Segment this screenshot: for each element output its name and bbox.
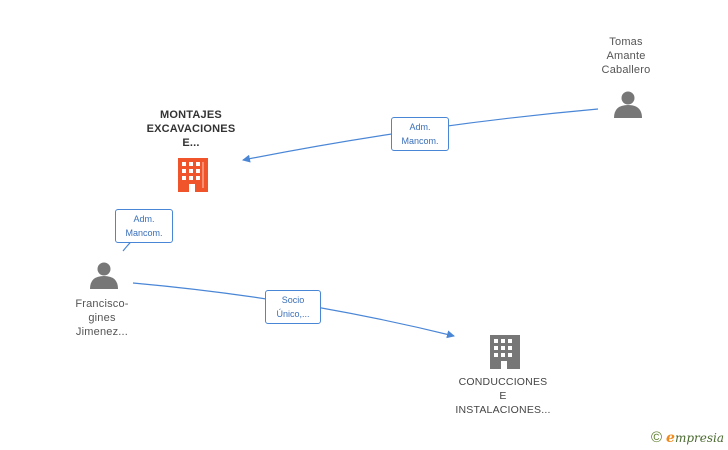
node-label-line: CONDUCCIONES [458, 376, 548, 388]
footer-brand: © empresia [651, 429, 724, 446]
person-icon[interactable] [614, 91, 642, 119]
edge-label-francisco-montajes[interactable]: Adm. Mancom. [115, 209, 173, 243]
brand-logo-text: mpresia [674, 430, 724, 445]
node-label-line: Jimenez... [75, 326, 129, 338]
copyright-icon: © [650, 429, 663, 446]
node-label-line: gines [88, 312, 116, 324]
node-label-line: E... [182, 137, 200, 149]
edge-label-line: Mancom. [125, 228, 163, 238]
brand-logo-e: e [666, 429, 675, 446]
node-label-line: MONTAJES [160, 109, 222, 121]
node-label-francisco[interactable]: Francisco- gines Jimenez... [62, 297, 142, 339]
node-label-line: EXCAVACIONES [146, 123, 236, 135]
brand-logo[interactable]: empresia [666, 430, 724, 446]
node-label-line: E [499, 390, 507, 402]
node-label-montajes[interactable]: MONTAJES EXCAVACIONES E... [131, 108, 251, 150]
edge-label-line: Socio [281, 295, 305, 305]
edge-label-francisco-conducciones[interactable]: Socio Único,... [265, 290, 321, 324]
edge-label-line: Único,... [276, 309, 310, 319]
node-label-tomas[interactable]: Tomas Amante Caballero [586, 35, 666, 77]
building-icon[interactable] [178, 158, 208, 192]
building-icon[interactable] [490, 335, 520, 369]
node-label-line: Caballero [601, 64, 651, 76]
edge-label-line: Mancom. [401, 136, 439, 146]
edge-label-tomas-montajes[interactable]: Adm. Mancom. [391, 117, 449, 151]
node-label-line: INSTALACIONES... [455, 404, 551, 416]
node-label-conducciones[interactable]: CONDUCCIONES E INSTALACIONES... [443, 375, 563, 417]
edge-label-line: Adm. [409, 122, 431, 132]
person-icon[interactable] [90, 262, 118, 290]
node-label-line: Tomas [609, 36, 643, 48]
node-label-line: Amante [606, 50, 646, 62]
edge-label-line: Adm. [133, 214, 155, 224]
node-label-line: Francisco- [75, 298, 129, 310]
